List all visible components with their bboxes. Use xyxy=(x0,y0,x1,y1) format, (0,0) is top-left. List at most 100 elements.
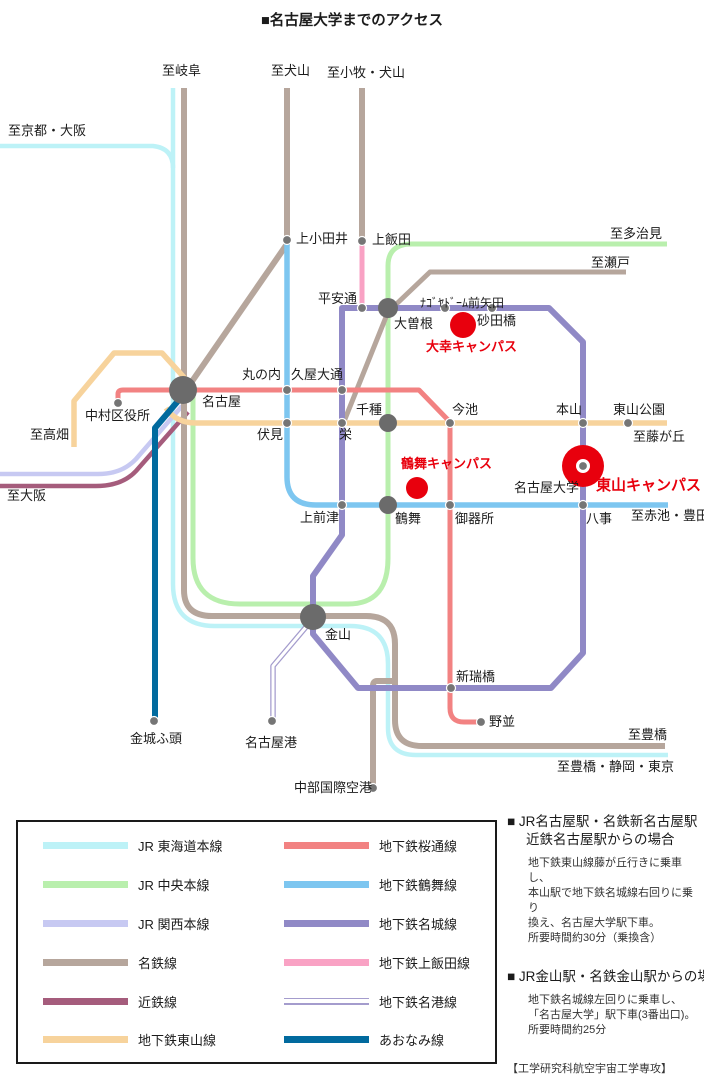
legend-swatch-meijo xyxy=(284,919,369,927)
line-higashiyama-takabata xyxy=(71,350,193,447)
station-label-centrair: 中部国際空港 xyxy=(294,780,373,795)
note2-body-line3: 所要時間約25分 xyxy=(528,1024,607,1036)
station-label-nagoya-daigaku: 名古屋大学 xyxy=(514,480,580,495)
station-label-imaike: 今池 xyxy=(452,402,479,417)
station-dot-fushimi xyxy=(281,417,293,429)
station-circle-chikusa xyxy=(379,414,397,432)
line-tsurumai xyxy=(284,242,668,508)
legend-label-meijo: 地下鉄名城線 xyxy=(379,916,458,932)
legend-label-tsurumai: 地下鉄鶴舞線 xyxy=(379,877,458,893)
legend-item-meijo: 地下鉄名城線 xyxy=(284,916,458,932)
legend-swatch-jr-kansai xyxy=(43,919,128,927)
station-label-nagoya-dome-mae-yada: ﾅｺﾞﾔﾄﾞｰﾑ前矢田 xyxy=(420,296,505,310)
line-meiko-outline xyxy=(270,625,309,718)
legend-swatch-meiko xyxy=(284,997,369,1005)
legend-label-jr-kansai: JR 関西本線 xyxy=(138,916,210,932)
dest-label-takabata: 至高畑 xyxy=(30,427,70,442)
station-dot-kinjo-futo xyxy=(148,715,160,727)
legend-swatch-meitetsu xyxy=(43,958,128,966)
station-label-sunadabashi: 砂田橋 xyxy=(477,313,517,328)
legend-swatch-tsurumai xyxy=(284,880,369,888)
dest-label-toyohashi-tokyo: 至豊橋・静岡・東京 xyxy=(557,759,675,774)
taiko-campus-marker xyxy=(450,312,476,338)
legend-label-meitetsu: 名鉄線 xyxy=(138,955,178,971)
legend-swatch-jr-chuo xyxy=(43,880,128,888)
legend-swatch-sakuradori xyxy=(284,841,369,849)
line-meitetsu-seto xyxy=(340,269,626,425)
legend-item-sakuradori: 地下鉄桜通線 xyxy=(284,838,458,854)
station-label-motoyama: 本山 xyxy=(556,402,583,417)
station-dot-higashiyama-koen xyxy=(622,417,634,429)
station-label-aratamabashi: 新瑞橋 xyxy=(456,669,496,684)
campus-label-tsurumai: 鶴舞キャンパス xyxy=(401,456,493,471)
legend-label-jr-chuo: JR 中央本線 xyxy=(138,877,210,893)
tsurumai-campus-marker xyxy=(406,477,428,499)
station-label-nagoya: 名古屋 xyxy=(202,394,242,409)
line-kintetsu xyxy=(0,410,190,489)
line-sakuradori xyxy=(115,387,479,725)
note1-title-line2: 近鉄名古屋駅からの場合 xyxy=(526,832,675,847)
dest-label-fujigaoka: 至藤が丘 xyxy=(633,429,686,444)
station-dot-nonami xyxy=(475,716,487,728)
station-label-yagoto: 八事 xyxy=(586,511,613,526)
legend-label-meiko: 地下鉄名港線 xyxy=(379,994,458,1010)
station-label-higashiyama-koen: 東山公園 xyxy=(613,402,666,417)
legend-item-aonami: あおなみ線 xyxy=(284,1032,445,1048)
station-label-ozone: 大曽根 xyxy=(394,316,434,331)
station-dot-motoyama xyxy=(577,417,589,429)
note1-title-line1: ■ JR名古屋駅・名鉄新名古屋駅 xyxy=(507,814,698,829)
station-dot-aratamabashi xyxy=(445,682,457,694)
dest-label-inuyama: 至犬山 xyxy=(271,63,311,78)
station-label-tsurumai: 鶴舞 xyxy=(395,511,422,526)
station-label-kamiiida: 上飯田 xyxy=(372,232,412,247)
legend-swatch-kamiiida xyxy=(284,958,369,966)
legend-label-aonami: あおなみ線 xyxy=(379,1032,445,1048)
station-dot-imaike xyxy=(444,417,456,429)
line-meiko-core xyxy=(271,626,308,718)
dest-label-seto: 至瀬戸 xyxy=(591,255,631,270)
dest-label-akaike-toyota: 至赤池・豊田 xyxy=(631,508,704,523)
note1-body-line3: 換え、名古屋大学駅下車。 xyxy=(528,917,660,929)
legend-item-jr-tokaido: JR 東海道本線 xyxy=(43,838,223,854)
station-dot-gokiso xyxy=(444,499,456,511)
station-label-kamiotai: 上小田井 xyxy=(296,231,349,246)
station-dot-sakae xyxy=(336,417,348,429)
legend-item-tsurumai: 地下鉄鶴舞線 xyxy=(284,877,458,893)
station-label-nakamura-kuyakusho: 中村区役所 xyxy=(85,408,151,423)
note2-body: 地下鉄名城線左回りに乗車し、 「名古屋大学」駅下車(3番出口)。 所要時間約25… xyxy=(528,993,703,1038)
station-dot-heian-dori xyxy=(356,302,368,314)
station-dot-hisaya-odori xyxy=(336,384,348,396)
line-jr-tokaido-osaka-branch xyxy=(0,143,176,169)
station-dot-nagoyako xyxy=(266,715,278,727)
dest-label-gifu: 至岐阜 xyxy=(162,63,202,78)
station-dot-kamimaezu xyxy=(336,499,348,511)
station-circle-ozone xyxy=(378,298,398,318)
legend-item-meiko: 地下鉄名港線 xyxy=(284,994,458,1010)
line-meitetsu-airport xyxy=(370,678,394,786)
legend-swatch-meiko-bottom-edge xyxy=(284,1003,369,1005)
station-dots xyxy=(112,234,634,794)
station-label-chikusa: 千種 xyxy=(356,402,383,417)
station-dot-kamiiida xyxy=(356,235,368,247)
contact-block: 【工学研究科航空宇宙工学専攻】 〒464-8601 名古屋市千種区不老町 TEL… xyxy=(507,1062,703,1077)
station-label-nonami: 野並 xyxy=(489,714,516,729)
legend-swatch-aonami xyxy=(284,1035,369,1043)
note1-body: 地下鉄東山線藤が丘行きに乗車し、 本山駅で地下鉄名城線右回りに乗り 換え、名古屋… xyxy=(528,856,703,946)
station-label-fushimi: 伏見 xyxy=(257,427,284,442)
campus-label-taiko: 大幸キャンパス xyxy=(426,339,518,354)
note2-title: ■ JR金山駅・名鉄金山駅からの場合 xyxy=(507,969,704,984)
access-notes: ■ JR名古屋駅・名鉄新名古屋駅 近鉄名古屋駅からの場合 地下鉄東山線藤が丘行き… xyxy=(507,813,704,1077)
station-dot-sunadabashi xyxy=(486,302,498,314)
station-dot-nagoya-dome-mae-yada xyxy=(439,302,451,314)
note2-body-line1: 地下鉄名城線左回りに乗車し、 xyxy=(528,994,682,1006)
legend-label-sakuradori: 地下鉄桜通線 xyxy=(379,838,458,854)
legend-swatch-meiko-top-edge xyxy=(284,997,369,999)
line-jr-tokaido-main xyxy=(170,88,668,758)
dest-label-osaka: 至大阪 xyxy=(7,488,47,503)
legend-item-kintetsu: 近鉄線 xyxy=(43,994,177,1010)
station-label-marunouchi: 丸の内 xyxy=(242,367,282,382)
station-label-kinjo-futo: 金城ふ頭 xyxy=(130,731,183,746)
station-label-heian-dori: 平安通 xyxy=(318,291,358,306)
campus-label-higashiyama: 東山キャンパス xyxy=(596,477,702,494)
